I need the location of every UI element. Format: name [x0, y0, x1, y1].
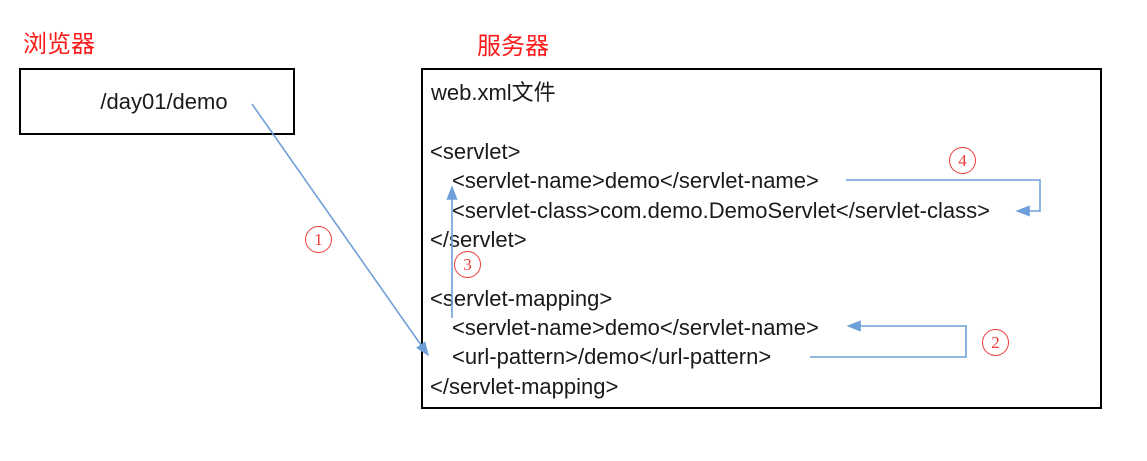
server-title: 服务器 — [477, 34, 549, 60]
code-line-servlet-name: <servlet-name>demo</servlet-name> — [452, 168, 819, 193]
code-line-mapping-close: </servlet-mapping> — [430, 374, 619, 399]
browser-title: 浏览器 — [23, 32, 95, 58]
step-number-1: 1 — [305, 226, 332, 253]
step-number-4: 4 — [949, 147, 976, 174]
code-line-servlet-close: </servlet> — [430, 227, 527, 252]
code-line-mapping-open: <servlet-mapping> — [430, 286, 613, 311]
request-path: /day01/demo — [100, 88, 228, 114]
arrow-step1-request — [251, 103, 429, 357]
code-line-servlet-class: <servlet-class>com.demo.DemoServlet</ser… — [452, 198, 990, 223]
step-number-3: 3 — [454, 251, 481, 278]
code-line-url-pattern: <url-pattern>/demo</url-pattern> — [452, 344, 772, 369]
code-line-servlet-open: <servlet> — [430, 139, 521, 164]
step-number-2: 2 — [982, 329, 1009, 356]
code-line-mapping-name: <servlet-name>demo</servlet-name> — [452, 315, 819, 340]
browser-box: /day01/demo — [19, 68, 295, 135]
webxml-file-label: web.xml文件 — [431, 80, 556, 105]
